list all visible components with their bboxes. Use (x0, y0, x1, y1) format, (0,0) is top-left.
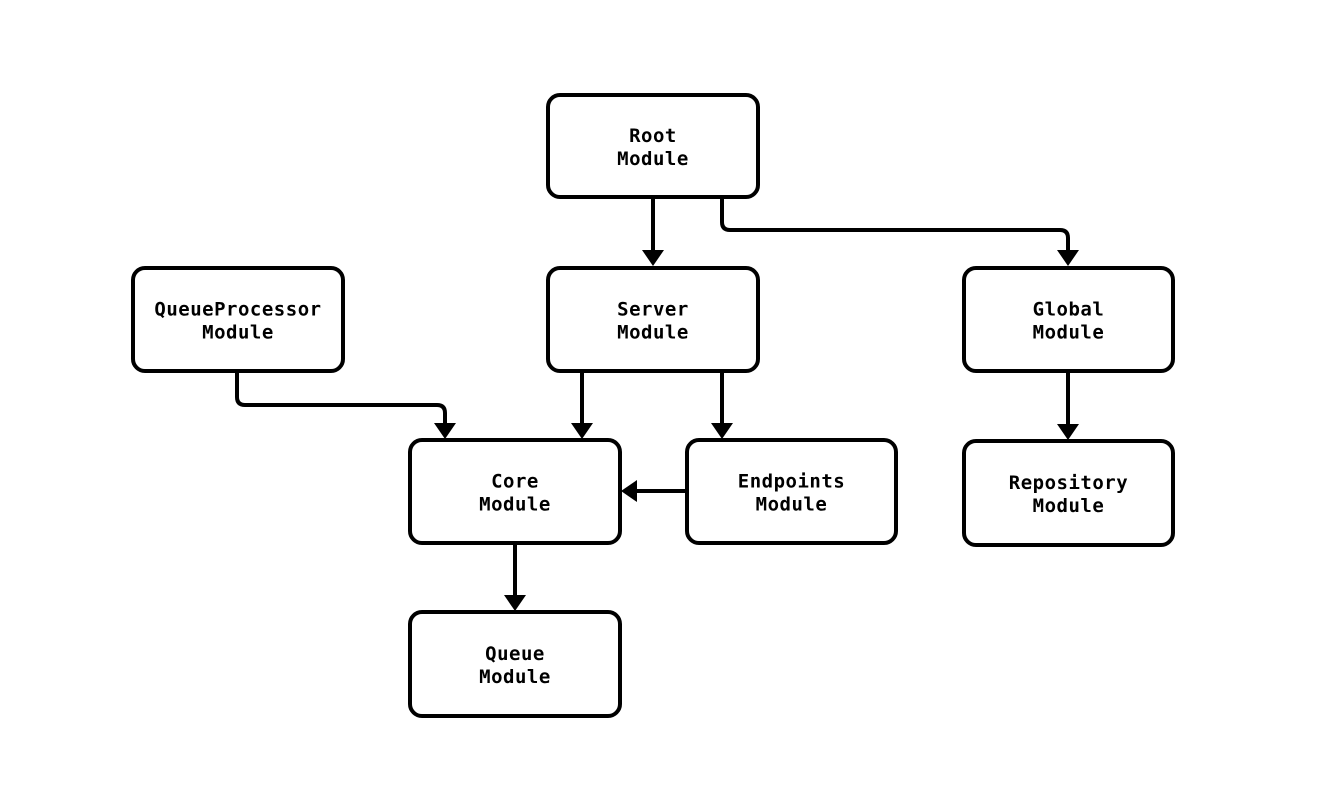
edge-line (235, 371, 447, 426)
edges-layer (235, 197, 1079, 611)
edge-root-to-server (642, 197, 664, 266)
edge-arrowhead (642, 250, 664, 266)
edge-arrowhead (1057, 424, 1079, 440)
edge-arrowhead (504, 595, 526, 611)
node-label-line2: Module (617, 148, 689, 170)
node-label-line2: Module (479, 494, 551, 516)
node-label-line1: Repository (1009, 472, 1128, 494)
edge-core-to-queue (504, 543, 526, 611)
edge-arrowhead (621, 480, 637, 502)
edge-server-to-core (571, 371, 593, 439)
node-box-repository[interactable] (962, 439, 1175, 547)
edge-queueprocessor-to-core (235, 371, 456, 439)
node-label-line2: Module (756, 494, 828, 516)
edge-arrowhead (711, 423, 733, 439)
edge-arrowhead (571, 423, 593, 439)
node-label-line2: Module (617, 322, 689, 344)
node-label-line2: Module (479, 666, 551, 688)
edge-endpoints-to-core (621, 480, 687, 502)
node-label-line2: Module (1033, 322, 1105, 344)
edge-arrowhead (1057, 250, 1079, 266)
node-label-line1: QueueProcessor (154, 299, 321, 321)
edge-global-to-repository (1057, 371, 1079, 440)
node-label-line2: Module (202, 322, 274, 344)
edge-root-to-global (720, 197, 1079, 266)
edge-line (720, 197, 1070, 252)
node-label-line1: Root (629, 125, 677, 147)
node-label-line1: Queue (485, 643, 545, 665)
node-box-queue[interactable] (408, 610, 622, 718)
node-label-line1: Core (491, 471, 539, 493)
node-box-endpoints[interactable] (685, 438, 898, 545)
node-box-server[interactable] (546, 266, 760, 373)
node-label-line1: Server (617, 299, 689, 321)
edge-server-to-endpoints (711, 371, 733, 439)
node-box-queueprocessor[interactable] (131, 266, 345, 373)
edge-arrowhead (434, 423, 456, 439)
node-box-root[interactable] (546, 93, 760, 199)
node-label-line1: Endpoints (738, 471, 845, 493)
node-box-global[interactable] (962, 266, 1175, 373)
node-label-line2: Module (1033, 495, 1105, 517)
node-box-core[interactable] (408, 438, 622, 545)
node-label-line1: Global (1033, 299, 1105, 321)
